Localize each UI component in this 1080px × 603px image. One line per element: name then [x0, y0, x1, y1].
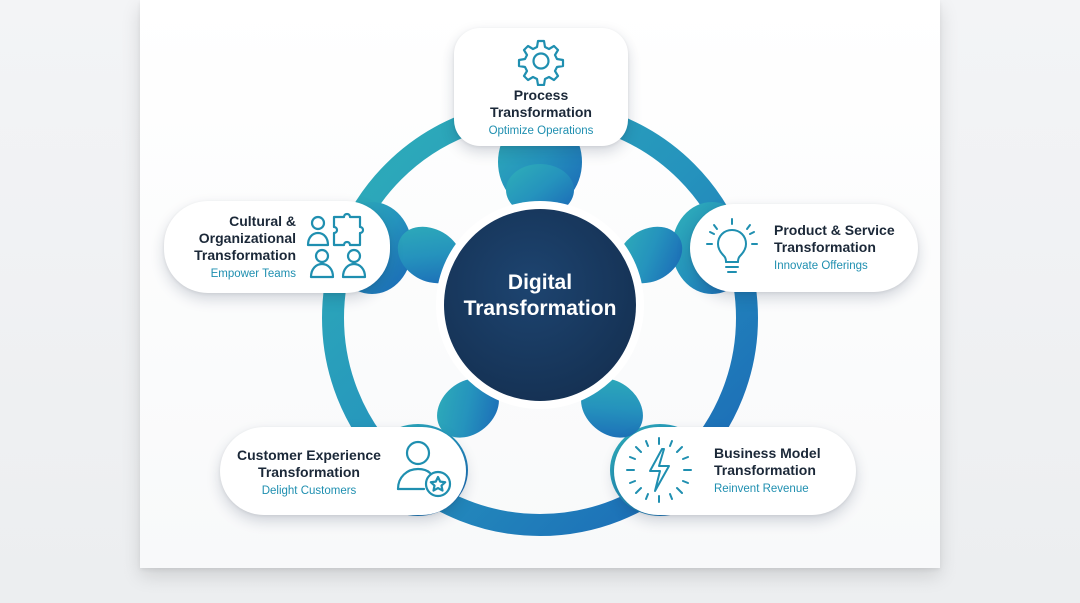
cultural-node: Cultural & Organizational Transformation… [164, 201, 390, 293]
cultural-title-line2: Organizational [198, 230, 296, 246]
business-title-line1: Business Model [714, 445, 821, 461]
lightbulb-icon [706, 218, 758, 273]
process-title-line2: Transformation [490, 104, 592, 120]
center-title-line2: Transformation [463, 297, 617, 320]
business-title-line2: Transformation [714, 462, 816, 478]
customer-node: Customer Experience Transformation Delig… [220, 427, 466, 515]
product-title-line1: Product & Service [774, 222, 895, 238]
process-subtitle: Optimize Operations [488, 125, 594, 137]
center-disc [444, 209, 636, 401]
center-title-line1: Digital [507, 271, 573, 294]
customer-star-icon [396, 440, 452, 498]
product-title-line2: Transformation [774, 239, 876, 255]
gear-icon [517, 39, 565, 86]
product-node: Product & Service Transformation Innovat… [690, 204, 918, 292]
customer-title-line1: Customer Experience [237, 447, 381, 463]
process-title-line1: Process [513, 87, 569, 103]
customer-title-line2: Transformation [258, 464, 360, 480]
product-subtitle: Innovate Offerings [774, 260, 868, 272]
center-title: Digital Transformation [430, 270, 650, 322]
lightning-burst-icon [626, 437, 692, 503]
business-node: Business Model Transformation Reinvent R… [614, 427, 856, 515]
cultural-subtitle: Empower Teams [210, 268, 296, 280]
process-node: Process Transformation Optimize Operatio… [454, 28, 628, 146]
team-puzzle-icon [306, 212, 367, 279]
cultural-title-line3: Transformation [194, 247, 296, 263]
customer-subtitle: Delight Customers [261, 485, 357, 497]
cultural-title-line1: Cultural & [229, 213, 296, 229]
business-subtitle: Reinvent Revenue [714, 483, 809, 495]
